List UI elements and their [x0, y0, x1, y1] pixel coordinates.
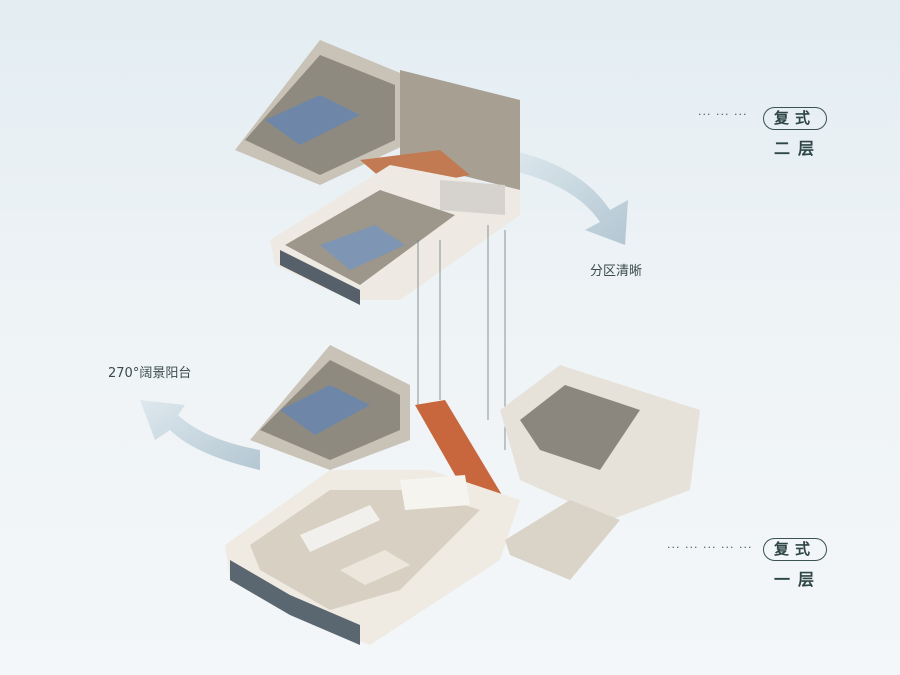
zoning-label: 分区清晰: [590, 264, 643, 279]
arrow-right-icon: [510, 150, 628, 245]
arrow-left-icon: [140, 400, 260, 470]
upper-floor-label: 二层: [774, 139, 823, 158]
upper-floor-model: [235, 40, 520, 305]
lower-leader-dots: ··· ··· ··· ··· ···: [667, 541, 753, 554]
upper-leader-dots: ··· ··· ···: [698, 108, 748, 121]
lower-floor-model: [225, 345, 700, 645]
balcony-label: 270°阔景阳台: [108, 366, 192, 381]
lower-floor-label: 一层: [774, 570, 823, 589]
lower-duplex-tag: 复式: [763, 538, 828, 561]
upper-duplex-tag: 复式: [763, 107, 828, 130]
